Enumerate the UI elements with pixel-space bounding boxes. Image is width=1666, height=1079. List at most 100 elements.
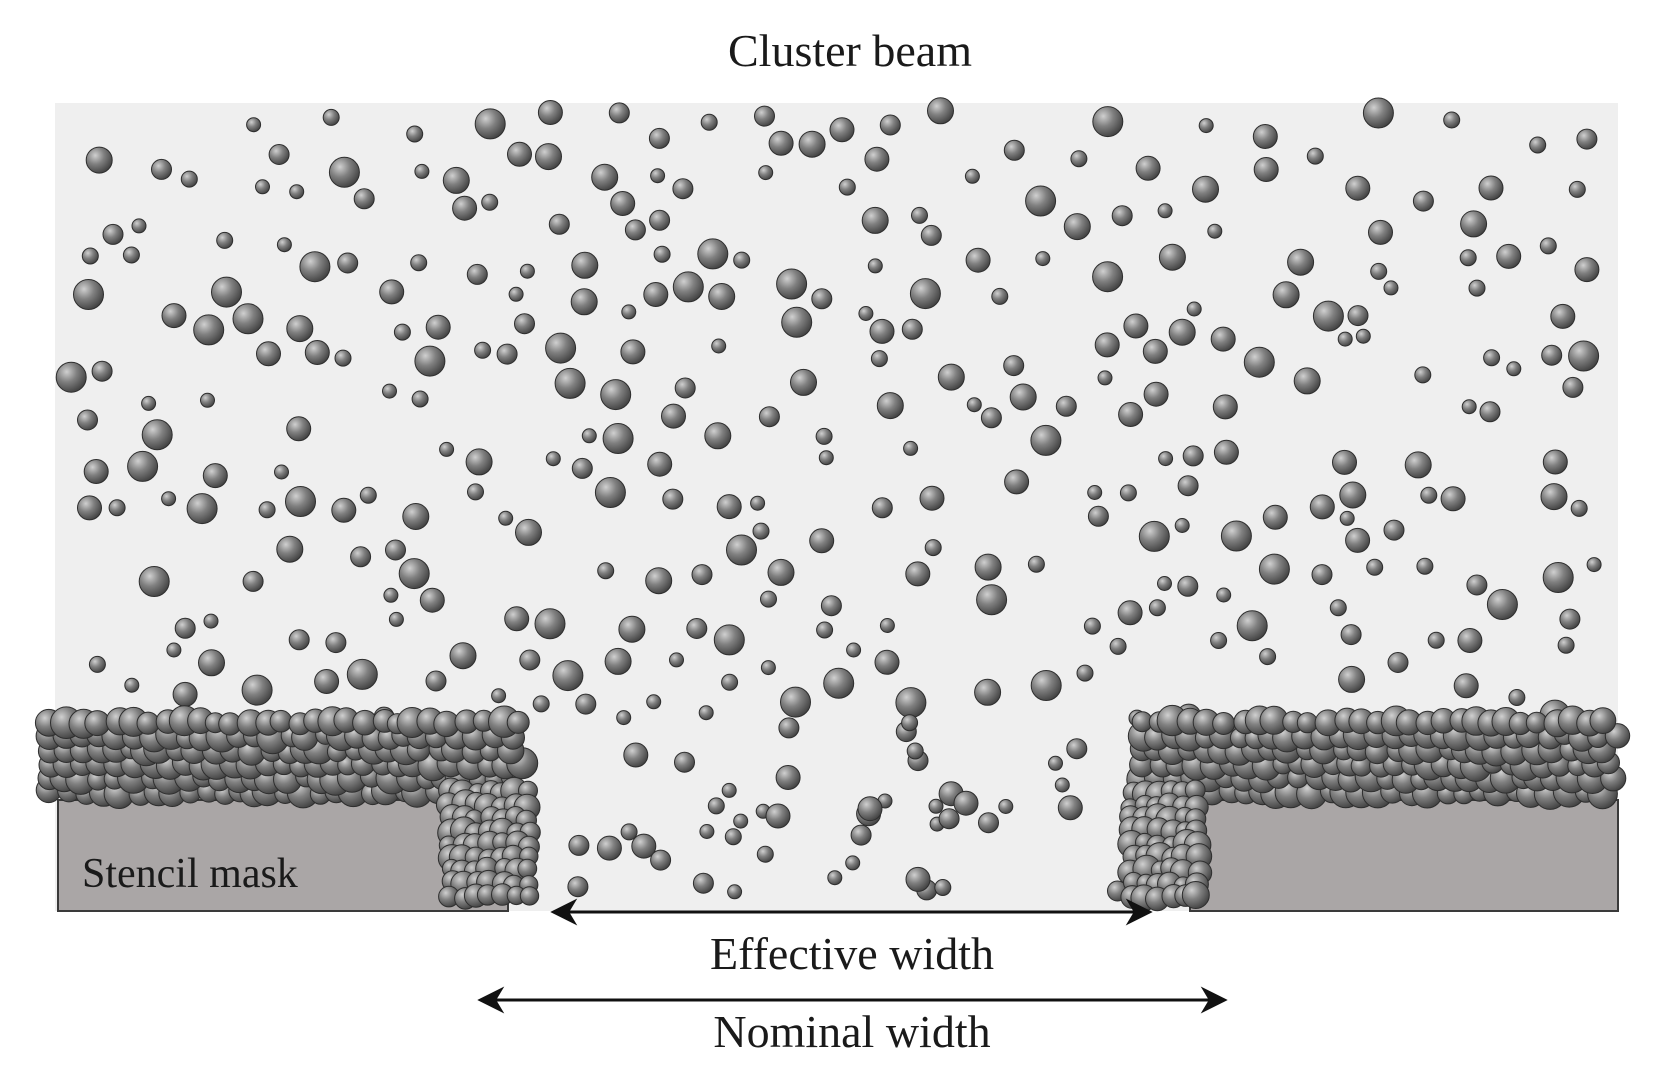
cluster-particle: [124, 677, 140, 693]
cluster-particle: [1055, 395, 1077, 417]
cluster-particle: [161, 303, 187, 329]
cluster-particle: [1259, 648, 1277, 666]
cluster-particle: [966, 397, 982, 413]
cluster-particle: [382, 383, 397, 399]
cluster-particle: [1123, 313, 1149, 339]
cluster-particle: [1420, 486, 1438, 504]
cluster-particle: [716, 494, 742, 520]
cluster-particle: [662, 488, 684, 510]
stencil-mask-right: [1189, 799, 1619, 912]
cluster-particle: [276, 535, 304, 563]
cluster-particle: [571, 457, 593, 479]
cluster-particle: [425, 314, 451, 340]
cluster-particle: [1243, 346, 1275, 378]
cluster-particle: [55, 361, 87, 393]
cluster-particle: [1478, 175, 1504, 201]
cluster-particle: [624, 219, 646, 241]
cluster-particle: [334, 349, 352, 367]
cluster-particle: [1220, 520, 1252, 552]
cluster-particle: [901, 318, 923, 340]
cluster-particle: [911, 206, 928, 224]
cluster-particle: [623, 742, 649, 768]
cluster-particle: [650, 849, 672, 871]
cluster-particle: [974, 553, 1002, 581]
cluster-particle: [1027, 555, 1045, 573]
cluster-particle: [927, 97, 954, 125]
cluster-particle: [1117, 600, 1143, 626]
cluster-particle: [161, 491, 177, 507]
cluster-particle: [713, 624, 745, 656]
deposited-cluster: [1296, 712, 1319, 734]
cluster-particle: [73, 279, 104, 310]
cluster-particle: [726, 534, 757, 566]
cluster-particle: [711, 338, 727, 354]
cluster-particle: [1586, 557, 1602, 573]
cluster-particle: [597, 562, 615, 580]
cluster-particle: [838, 178, 856, 196]
cluster-particle: [1453, 673, 1479, 699]
cluster-particle: [410, 254, 428, 272]
cluster-particle: [594, 477, 626, 508]
cluster-particle: [976, 584, 1008, 616]
cluster-particle: [198, 649, 225, 677]
cluster-particle: [1332, 449, 1357, 475]
cluster-particle: [285, 486, 316, 517]
cluster-particle: [1468, 279, 1486, 297]
cluster-particle: [346, 658, 378, 690]
cluster-particle: [406, 125, 424, 143]
cluster-particle: [1414, 366, 1432, 384]
cluster-particle: [650, 168, 666, 184]
cluster-particle: [1568, 340, 1600, 372]
cluster-particle: [1157, 576, 1172, 591]
cluster-particle: [1459, 249, 1477, 267]
cluster-particle: [414, 345, 446, 377]
cluster-particle: [1272, 281, 1300, 309]
cluster-particle: [314, 669, 340, 694]
cluster-particle: [393, 323, 411, 341]
cluster-particle: [653, 245, 671, 263]
cluster-particle: [648, 127, 670, 149]
cluster-particle: [246, 117, 262, 133]
cluster-particle: [350, 546, 372, 568]
cluster-particle: [411, 390, 429, 408]
cluster-particle: [1562, 376, 1584, 398]
cluster-particle: [596, 835, 622, 861]
cluster-particle: [1135, 155, 1161, 181]
cluster-particle: [672, 271, 704, 303]
cluster-particle: [1087, 505, 1109, 527]
cluster-particle: [1025, 185, 1057, 217]
cluster-particle: [1483, 349, 1501, 367]
cluster-particle: [186, 493, 218, 525]
deposited-cluster: [1212, 712, 1236, 735]
cluster-particle: [1541, 344, 1563, 366]
cluster-particle: [507, 141, 532, 167]
cluster-particle: [618, 615, 646, 643]
cluster-particle: [532, 695, 550, 713]
cluster-particle: [398, 558, 430, 590]
cluster-particle: [1035, 251, 1051, 267]
cluster-particle: [232, 303, 264, 335]
cluster-particle: [721, 673, 739, 691]
cluster-particle: [1412, 190, 1434, 212]
cluster-particle: [256, 341, 281, 367]
cluster-particle: [1460, 210, 1488, 238]
cluster-particle: [645, 567, 673, 595]
cluster-particle: [1443, 111, 1461, 129]
cluster-particle: [1118, 402, 1144, 427]
cluster-particle: [1182, 445, 1204, 467]
cluster-particle: [151, 158, 172, 180]
cluster-particle: [698, 705, 714, 721]
cluster-particle: [906, 742, 924, 760]
cluster-particle: [767, 558, 795, 586]
cluster-particle: [1092, 106, 1124, 138]
cluster-particle: [776, 268, 808, 300]
cluster-particle: [202, 463, 228, 489]
cluster-particle: [938, 808, 960, 830]
cluster-particle: [88, 655, 106, 673]
cluster-particle: [857, 796, 883, 822]
cluster-particle: [1213, 439, 1239, 465]
cluster-particle: [1210, 632, 1228, 649]
cluster-particle: [827, 870, 843, 886]
cluster-particle: [643, 282, 669, 307]
